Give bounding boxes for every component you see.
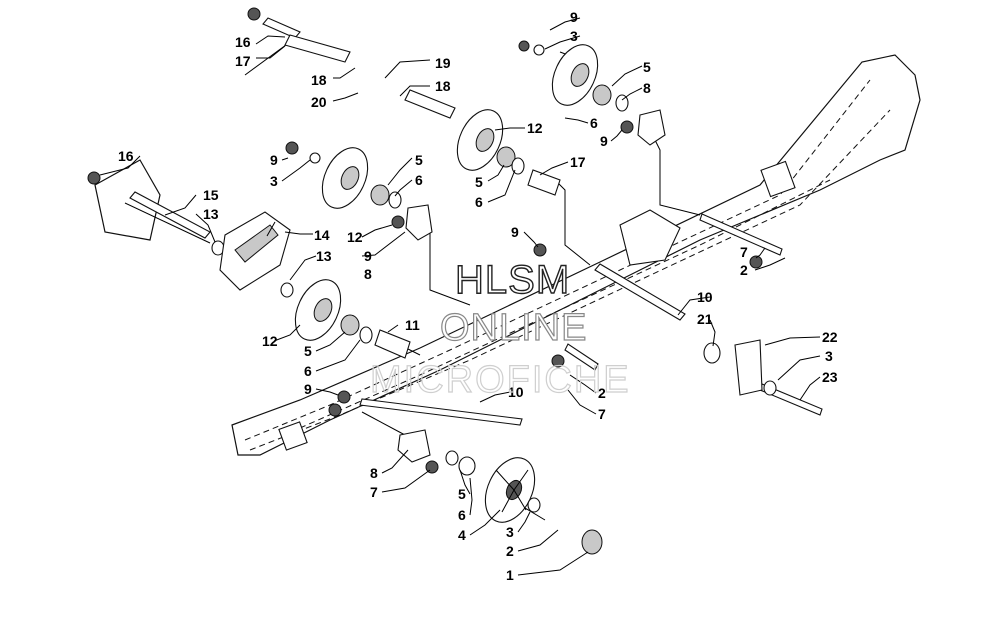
callout-6: 6 — [304, 363, 312, 379]
callout-2: 2 — [506, 543, 514, 559]
callout-21: 21 — [697, 311, 713, 327]
callout-6: 6 — [475, 194, 483, 210]
callout-17: 17 — [235, 53, 251, 69]
watermark-line1: HLSM — [455, 258, 570, 302]
callout-8: 8 — [643, 80, 651, 96]
callout-3: 3 — [270, 173, 278, 189]
callout-18: 18 — [311, 72, 327, 88]
callout-23: 23 — [822, 369, 838, 385]
callout-9: 9 — [511, 224, 519, 240]
axles — [129, 17, 823, 426]
idler-wheel-mid-left — [321, 147, 369, 209]
small-hardware — [87, 7, 777, 555]
idler-wheel-lower-left — [294, 279, 342, 341]
callout-20: 20 — [311, 94, 327, 110]
watermark-line2: ONLINE — [440, 307, 587, 349]
callout-10: 10 — [697, 289, 713, 305]
callout-9: 9 — [600, 133, 608, 149]
callout-7: 7 — [370, 484, 378, 500]
callout-labels: 16 17 18 19 18 20 9 3 5 8 12 6 9 16 9 3 … — [118, 9, 838, 583]
callout-5: 5 — [475, 174, 483, 190]
callout-13: 13 — [316, 248, 332, 264]
callout-7: 7 — [740, 244, 748, 260]
idler-wheel-top-right — [551, 44, 599, 106]
callout-13: 13 — [203, 206, 219, 222]
callout-8: 8 — [370, 465, 378, 481]
callout-18: 18 — [435, 78, 451, 94]
callout-16: 16 — [235, 34, 251, 50]
callout-6: 6 — [458, 507, 466, 523]
callout-5: 5 — [643, 59, 651, 75]
callout-22: 22 — [822, 329, 838, 345]
callout-5: 5 — [304, 343, 312, 359]
swing-bracket — [219, 211, 291, 291]
callout-6: 6 — [415, 172, 423, 188]
callout-14: 14 — [314, 227, 330, 243]
callout-1: 1 — [506, 567, 514, 583]
callout-9: 9 — [570, 9, 578, 25]
callout-12: 12 — [347, 229, 363, 245]
idler-wheels — [294, 44, 599, 523]
callout-2: 2 — [740, 262, 748, 278]
callout-16: 16 — [118, 148, 134, 164]
idler-wheel-top-center — [456, 109, 504, 171]
callout-15: 15 — [203, 187, 219, 203]
callout-19: 19 — [435, 55, 451, 71]
callout-9: 9 — [364, 248, 372, 264]
callout-3: 3 — [570, 28, 578, 44]
callout-6: 6 — [590, 115, 598, 131]
watermark: HLSM ONLINE MICROFICHE — [369, 257, 631, 401]
callout-9: 9 — [304, 381, 312, 397]
callout-12: 12 — [527, 120, 543, 136]
callout-11: 11 — [405, 317, 420, 333]
callout-8: 8 — [364, 266, 372, 282]
watermark-line3: MICROFICHE — [370, 359, 631, 401]
callout-7: 7 — [598, 406, 606, 422]
callout-3: 3 — [825, 348, 833, 364]
callout-9: 9 — [270, 152, 278, 168]
callout-5: 5 — [415, 152, 423, 168]
callout-10: 10 — [508, 384, 524, 400]
callout-17: 17 — [570, 154, 586, 170]
callout-2: 2 — [598, 385, 606, 401]
callout-5: 5 — [458, 486, 466, 502]
leader-lines — [99, 17, 821, 576]
callout-3: 3 — [506, 524, 514, 540]
spoked-wheel — [484, 457, 536, 523]
callout-4: 4 — [458, 527, 466, 543]
callout-12: 12 — [262, 333, 278, 349]
